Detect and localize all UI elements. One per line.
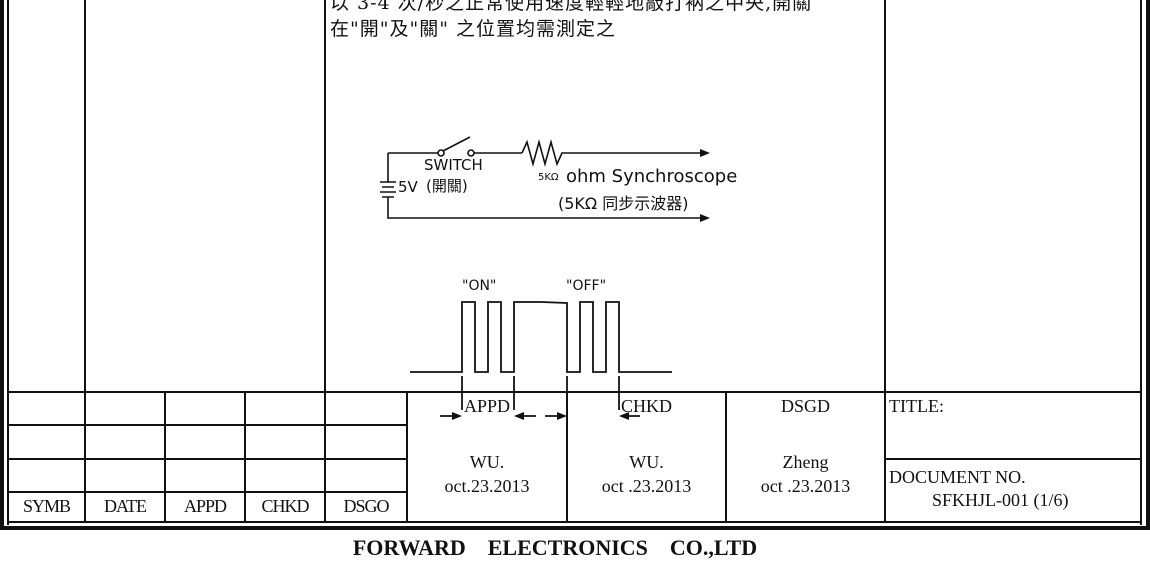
chkd-name: WU. [629,452,664,472]
note-line-1: 以 3-4 次/秒之正常使用速度輕輕地敲打衲之中央,開關 [330,0,813,14]
rev-col-divider [164,391,166,522]
switch-label: SWITCH [424,156,483,174]
off-label: "OFF" [566,278,607,294]
document-no-label: DOCUMENT NO. [889,467,1026,487]
inner-border-left [7,0,9,525]
rev-header-dsgo: DSGO [343,496,389,516]
signoff-divider [566,391,568,522]
dim-arrow [557,412,567,420]
rev-header-chkd: CHKD [261,496,309,516]
company-name: FORWARD ELECTRONICS CO.,LTD [352,535,758,560]
waveform-line [410,301,672,373]
synchroscope-label-cn: (5KΩ 同步示波器) [558,194,689,213]
appd-name: WU. [469,452,505,472]
outer-border-bottom [0,526,1150,530]
resistor-value-small: 5KΩ [538,172,559,183]
battery-icon [380,181,396,202]
appd-label: APPD [463,396,511,416]
inner-border-bottom [7,521,1142,523]
dim-arrow [452,412,462,420]
rev-col-divider [324,391,326,522]
outer-border-left [0,0,4,530]
switch-lever [442,136,471,152]
rev-header-symb: SYMB [22,496,71,516]
resistor-zigzag [521,138,700,168]
rev-col-divider [406,391,408,522]
circuit-wire-left [387,202,700,219]
rev-row-line [7,491,408,493]
rev-col-divider [84,391,86,522]
title-block-top [7,391,1142,393]
col-divider [324,0,326,392]
chkd-label: CHKD [620,396,672,416]
inner-border-right [1140,0,1142,525]
col-divider [884,0,886,522]
col-divider [84,0,86,392]
rev-col-divider [244,391,246,522]
dim-arrow [514,412,524,420]
dsgd-name: Zheng [782,452,829,472]
note-line-2: 在"開"及"關" 之位置均需測定之 [330,18,616,40]
switch-contact [437,149,445,157]
battery-voltage-label: 5V [398,178,418,196]
rev-row-line [7,458,408,460]
rev-header-appd: APPD [183,496,227,516]
dsgd-date: oct .23.2013 [760,476,851,496]
title-label: TITLE: [889,396,944,416]
switch-label-cn: (開關) [426,177,468,195]
title-doc-divider [884,458,1142,460]
chkd-date: oct .23.2013 [601,476,692,496]
rev-row-line [7,424,408,426]
arrow-out-bottom [700,214,710,222]
on-label: "ON" [462,278,497,294]
document-no-value: SFKHJL-001 (1/6) [932,490,1069,510]
outer-border-right [1146,0,1150,530]
dsgd-label: DSGD [780,396,830,416]
arrow-out-top [700,149,710,157]
synchroscope-label: ohm Synchroscope [566,166,738,187]
signoff-divider [725,391,727,522]
rev-header-date: DATE [104,496,147,516]
appd-date: oct.23.2013 [444,476,530,496]
dim-arrow [619,412,629,420]
